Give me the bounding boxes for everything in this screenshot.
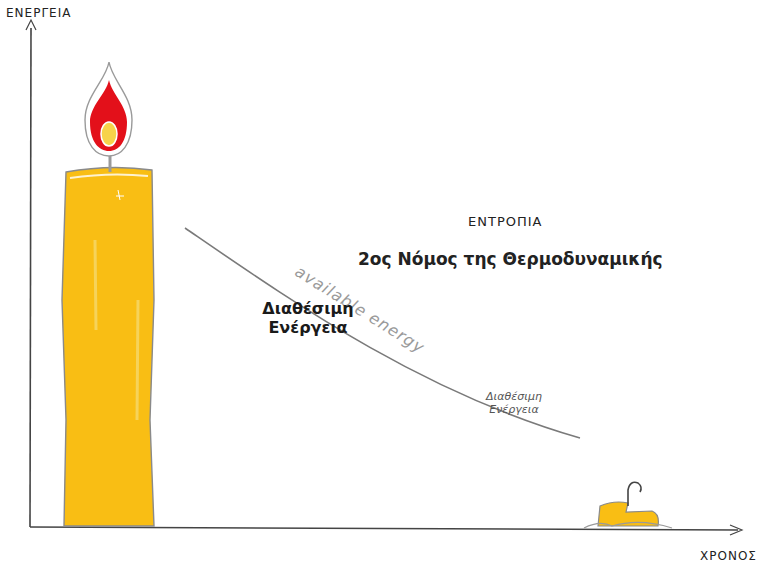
- flame-outline: [85, 62, 132, 156]
- candle-glint: [116, 190, 124, 200]
- burnt-wick: [628, 482, 641, 506]
- concept-label: ΕΝΤΡΟΠΙΑ: [468, 214, 588, 230]
- flame-outer: [90, 80, 127, 151]
- y-axis: [30, 28, 31, 527]
- y-axis-tip: [26, 20, 36, 30]
- flame-core: [101, 122, 117, 146]
- axis-label: ΧΡΟΝΟΣ: [700, 549, 760, 563]
- energy-note: Διαθέσιμη Ενέργεια: [466, 390, 562, 416]
- wax-puddle: [584, 522, 672, 528]
- candle-texture: [95, 240, 138, 420]
- candle-body: [62, 167, 154, 526]
- candle-rim: [70, 174, 148, 178]
- x-axis: [30, 527, 738, 530]
- energy-label: Διαθέσιμη Ενέργεια: [252, 299, 364, 337]
- x-axis-tip: [730, 525, 742, 535]
- axis-label: ΕΝΕΡΓΕΙΑ: [6, 6, 96, 20]
- law-label: 2ος Νόμος της Θερμοδυναμικής: [358, 249, 718, 269]
